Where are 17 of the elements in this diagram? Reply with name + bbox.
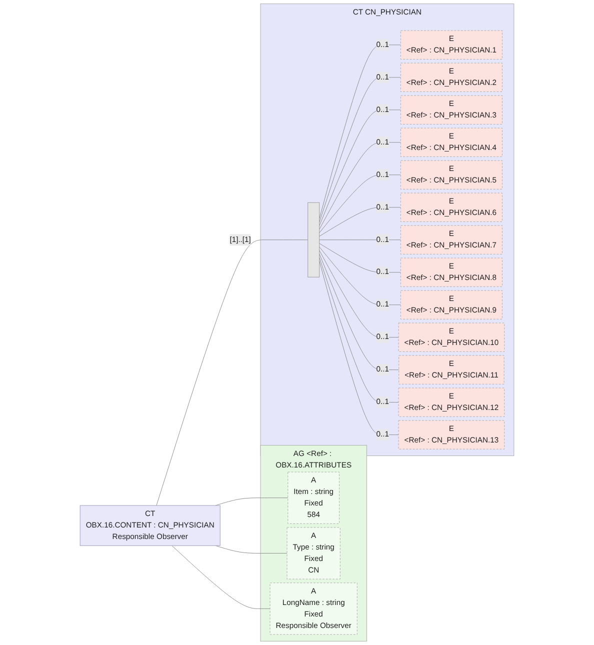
connector: [319, 250, 399, 338]
node-bar: [308, 202, 320, 278]
connector: [319, 260, 399, 436]
connector: [319, 246, 401, 306]
connector: [319, 142, 401, 230]
connector: [319, 254, 400, 370]
connector: [319, 110, 401, 226]
connector: [319, 174, 401, 234]
connector: [215, 545, 288, 554]
connector: [319, 77, 401, 223]
connector: [319, 44, 401, 220]
connector: [172, 545, 270, 609]
connector: [319, 243, 401, 273]
connector: [319, 257, 399, 403]
connector: [156, 240, 308, 506]
connector: [215, 498, 288, 506]
connector: [319, 207, 401, 237]
